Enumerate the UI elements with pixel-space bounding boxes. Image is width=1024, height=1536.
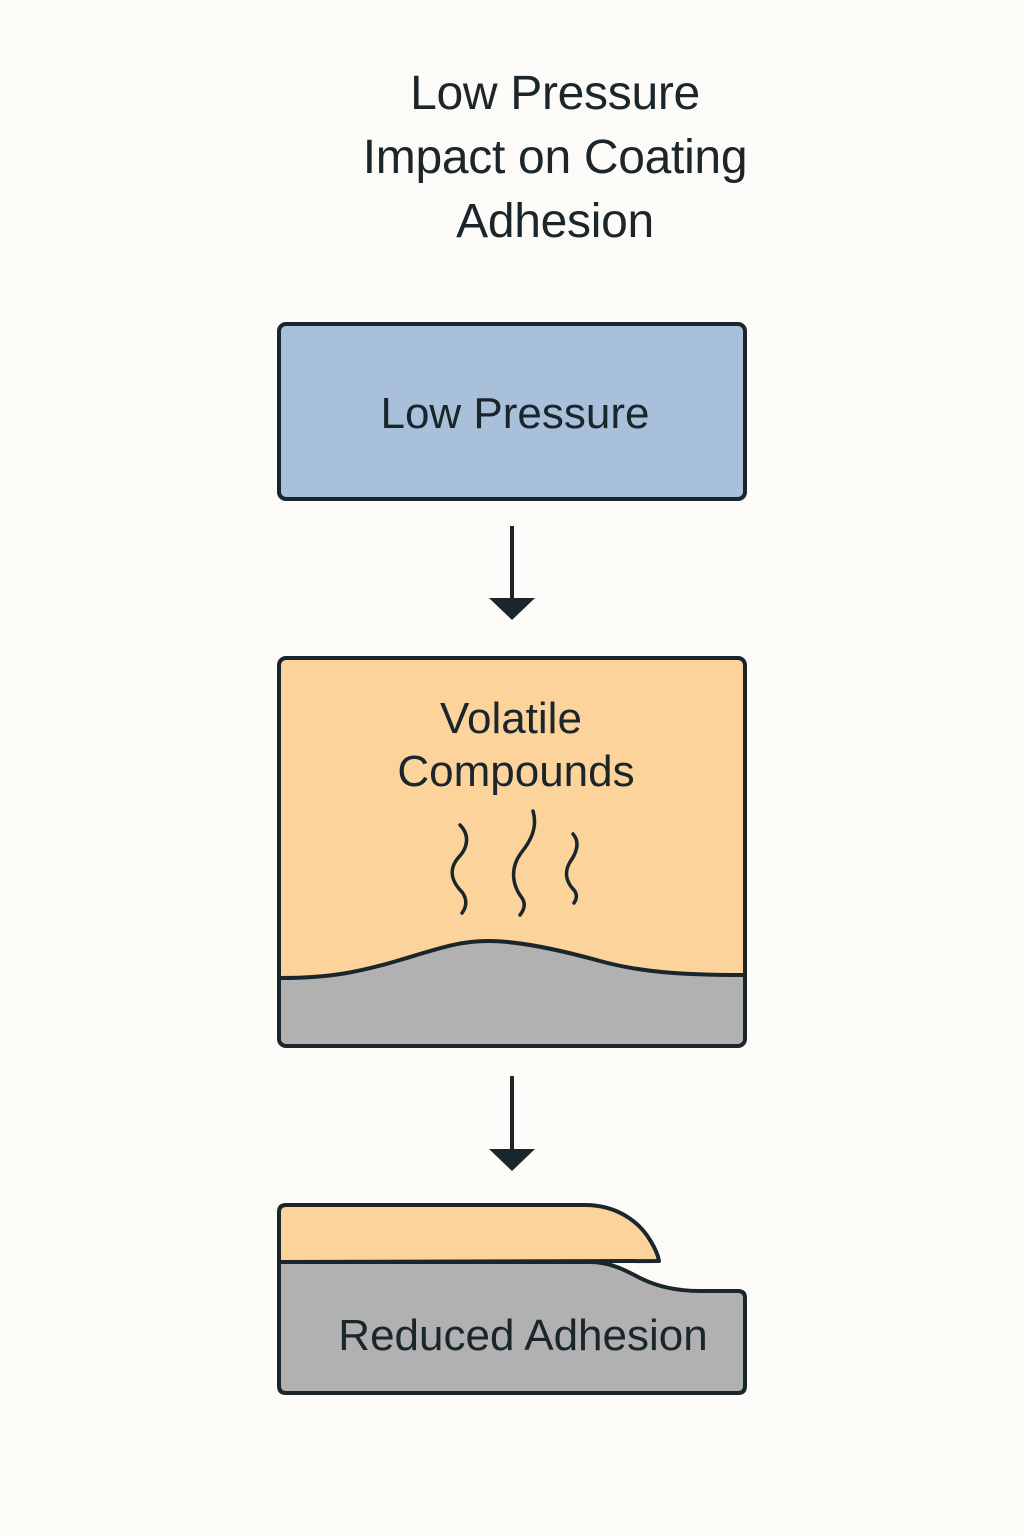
substrate-block	[277, 1260, 747, 1395]
node-reduced-adhesion: Reduced Adhesion	[277, 1203, 747, 1395]
title-line-2: Impact on Coating	[362, 131, 748, 184]
substrate-layer	[279, 941, 745, 1046]
title-line-1: Low Pressure	[410, 67, 700, 120]
vapor-wave-1	[450, 823, 469, 915]
vapor-wave-2	[511, 809, 537, 917]
coating-layer-peeling	[277, 1203, 661, 1264]
node-volatile-compounds: Volatile Compounds	[277, 656, 747, 1048]
vapor-wave-icon	[450, 809, 579, 917]
node-low-pressure-box	[277, 322, 747, 501]
diagram-title: Low Pressure Impact on Coating Adhesion	[300, 62, 810, 254]
title-line-3: Adhesion	[456, 195, 654, 248]
node-low-pressure-label: Low Pressure	[380, 389, 649, 438]
node-volatile-border	[277, 656, 747, 1048]
node-reduced-adhesion-label: Reduced Adhesion	[338, 1311, 707, 1360]
node-volatile-label-line-2: Compounds	[397, 747, 634, 796]
arrow-down-icon	[489, 526, 535, 620]
arrow-down-icon	[489, 1076, 535, 1171]
node-volatile-label-line-1: Volatile	[440, 694, 582, 743]
node-volatile-box	[279, 658, 745, 1046]
vapor-wave-3	[564, 832, 579, 905]
node-low-pressure: Low Pressure	[277, 322, 747, 501]
substrate-surface-line	[280, 938, 744, 980]
